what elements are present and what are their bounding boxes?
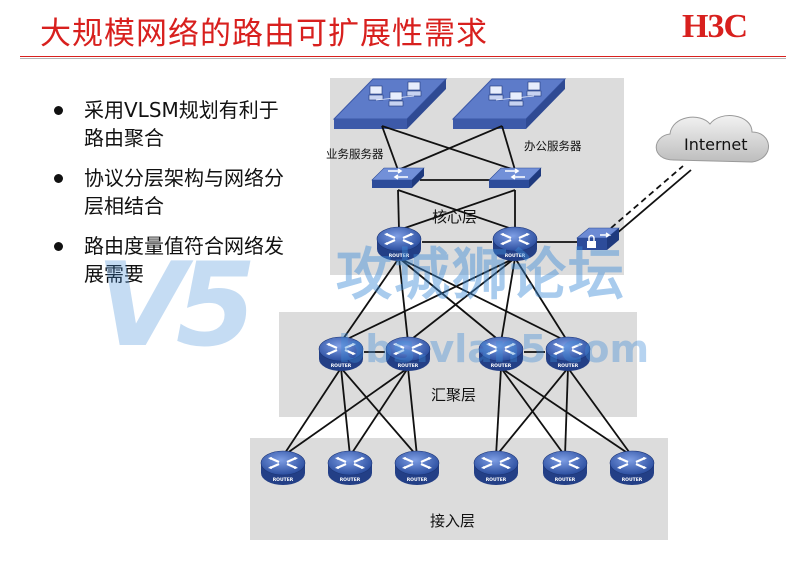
office-server-group xyxy=(451,78,567,129)
internet-uplink xyxy=(610,165,692,235)
device-caption: ROUTER xyxy=(558,363,579,369)
device-caption: ROUTER xyxy=(273,477,294,483)
device-caption: ROUTER xyxy=(555,477,576,483)
title-divider-shadow xyxy=(20,58,786,59)
device-caption: ROUTER xyxy=(486,477,507,483)
device-caption: ROUTER xyxy=(622,477,643,483)
access-layer-band xyxy=(250,438,668,540)
device-caption: ROUTER xyxy=(389,253,410,259)
h3c-logo: H3C xyxy=(682,8,748,45)
device-caption: ROUTER xyxy=(398,363,419,369)
bullet-item: 路由度量值符合网络发展需要 xyxy=(52,232,287,288)
business-server-group xyxy=(332,78,448,129)
firewall-icon xyxy=(576,227,620,251)
topology-links xyxy=(282,125,633,457)
bullet-list: 采用VLSM规划有利于路由聚合 协议分层架构与网络分层相结合 路由度量值符合网络… xyxy=(52,96,287,300)
device-caption: ROUTER xyxy=(491,363,512,369)
device-caption: ROUTER xyxy=(340,477,361,483)
slide-title: 大规模网络的路由可扩展性需求 xyxy=(40,16,488,52)
internet-label: Internet xyxy=(684,135,748,154)
core-switch-right xyxy=(488,167,542,189)
access-layer-label: 接入层 xyxy=(430,512,475,530)
device-caption: ROUTER xyxy=(407,477,428,483)
core-layer-label: 核心层 xyxy=(432,208,477,226)
office-server-label: 办公服务器 xyxy=(524,139,582,153)
distribution-layer-label: 汇聚层 xyxy=(431,386,476,404)
internet-cloud xyxy=(655,115,769,163)
bullet-item: 采用VLSM规划有利于路由聚合 xyxy=(52,96,287,152)
device-caption: ROUTER xyxy=(331,363,352,369)
device-caption: ROUTER xyxy=(505,253,526,259)
core-switch-left xyxy=(371,167,425,189)
business-server-label: 业务服务器 xyxy=(326,147,384,161)
bullet-item: 协议分层架构与网络分层相结合 xyxy=(52,164,287,220)
title-divider xyxy=(20,56,786,57)
